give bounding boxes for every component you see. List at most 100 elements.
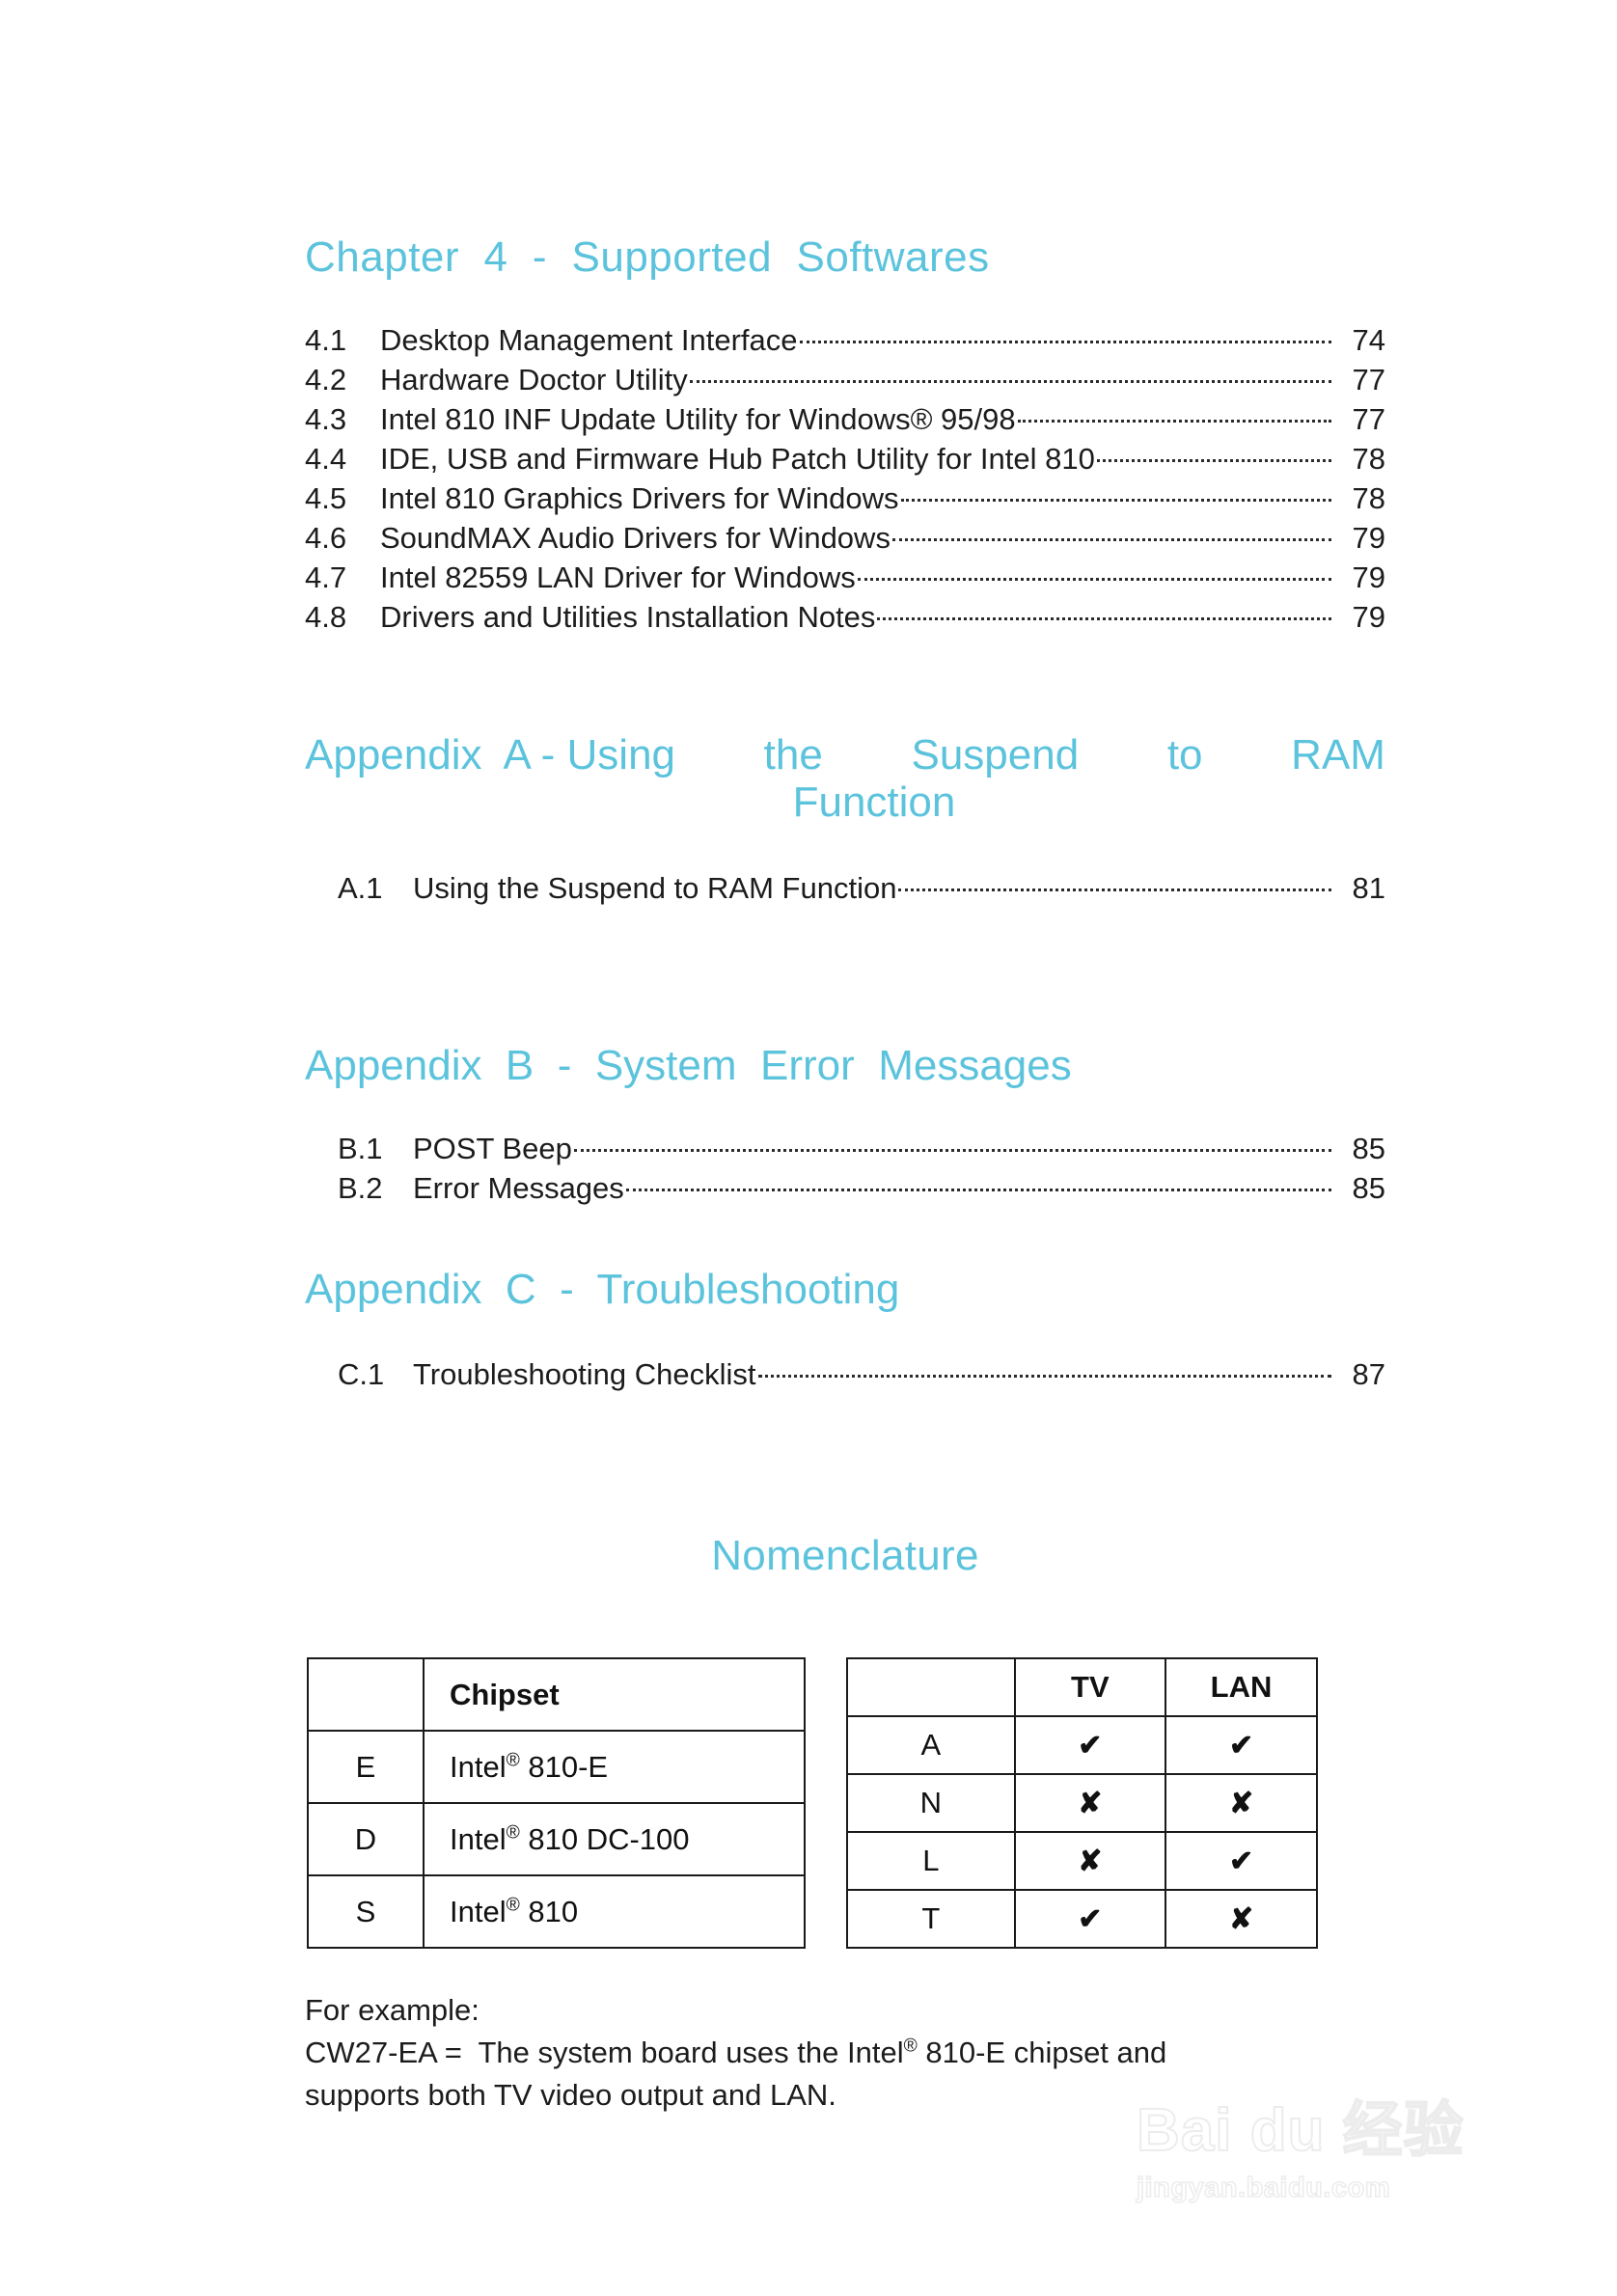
feature-cell-tv: ✘	[1013, 1773, 1167, 1833]
toc-entry[interactable]: C.1 Troubleshooting Checklist 87	[305, 1355, 1385, 1395]
toc-entry[interactable]: A.1 Using the Suspend to RAM Function 81	[305, 869, 1385, 909]
feature-cell-lan: ✔	[1165, 1831, 1318, 1891]
toc-number: 4.5	[305, 480, 347, 515]
table-row: A ✔ ✔	[846, 1715, 1318, 1775]
cross-icon: ✘	[1078, 1788, 1103, 1819]
toc-page-number: 79	[1352, 520, 1385, 555]
baidu-watermark: Bai du 经验 jingyan.baidu.com	[1136, 2100, 1542, 2204]
toc-leader-dots	[1017, 420, 1331, 424]
toc-number: 4.3	[305, 402, 347, 437]
toc-page-number: 78	[1352, 441, 1385, 476]
appendixA-heading-line2: Function	[792, 779, 956, 827]
toc-number: B.1	[338, 1132, 383, 1166]
example-line-1: CW27-EA = The system board uses the Inte…	[305, 2036, 1167, 2070]
chipset-value: Intel® 810 DC-100	[423, 1802, 806, 1876]
appendixA-word: Using	[566, 731, 676, 779]
toc-leader-dots	[877, 616, 1331, 620]
toc-page-number: 79	[1352, 560, 1385, 594]
toc-entry[interactable]: 4.6 SoundMAX Audio Drivers for Windows 7…	[305, 519, 1385, 559]
chapter4-toc: 4.1 Desktop Management Interface 74 4.2 …	[305, 321, 1385, 637]
toc-leader-dots	[799, 341, 1331, 344]
feature-cell-tv: ✔	[1013, 1889, 1167, 1949]
check-icon: ✔	[1078, 1730, 1103, 1762]
check-icon: ✔	[1228, 1845, 1254, 1877]
toc-leader-dots	[891, 537, 1331, 541]
appendixA-word: RAM	[1291, 731, 1385, 779]
chipset-col-header: Chipset	[423, 1657, 806, 1732]
table-row: N ✘ ✘	[846, 1773, 1318, 1833]
chipset-value: Intel® 810-E	[423, 1730, 806, 1804]
toc-number: 4.8	[305, 599, 347, 634]
toc-entry[interactable]: 4.4 IDE, USB and Firmware Hub Patch Util…	[305, 440, 1385, 479]
toc-entry[interactable]: B.2 Error Messages 85	[305, 1169, 1385, 1209]
toc-number: 4.2	[305, 363, 347, 397]
watermark-url-text: jingyan.baidu.com	[1136, 2172, 1391, 2204]
appendixA-heading-line1: Appendix A - Using the Suspend to RAM	[305, 731, 1385, 779]
toc-number: C.1	[338, 1357, 385, 1392]
check-icon: ✔	[1228, 1730, 1254, 1762]
registered-icon: ®	[506, 1895, 520, 1916]
toc-entry[interactable]: B.1 POST Beep 85	[305, 1130, 1385, 1169]
feature-cell-tv: ✔	[1013, 1715, 1167, 1775]
toc-leader-dots	[625, 1189, 1331, 1192]
toc-number: 4.7	[305, 560, 347, 594]
appendixA-title-line1: Using the Suspend to RAM	[567, 731, 1385, 779]
feature-key: T	[846, 1889, 1016, 1949]
feature-key: N	[846, 1773, 1016, 1833]
toc-page-number: 81	[1352, 870, 1385, 905]
toc-page-number: 77	[1352, 363, 1385, 397]
toc-title: Intel 810 Graphics Drivers for Windows	[380, 480, 899, 515]
toc-title: SoundMAX Audio Drivers for Windows	[380, 520, 891, 555]
toc-entry[interactable]: 4.8 Drivers and Utilities Installation N…	[305, 598, 1385, 638]
appendixA-word: the	[763, 731, 823, 779]
toc-title: Using the Suspend to RAM Function	[413, 870, 897, 905]
toc-page-number: 87	[1352, 1357, 1385, 1392]
appendixC-heading: Appendix C - Troubleshooting	[305, 1266, 900, 1313]
toc-entry[interactable]: 4.5 Intel 810 Graphics Drivers for Windo…	[305, 479, 1385, 519]
table-header-row: Chipset	[307, 1657, 806, 1732]
toc-entry[interactable]: 4.3 Intel 810 INF Update Utility for Win…	[305, 400, 1385, 440]
feature-table: TV LAN A ✔ ✔ N ✘ ✘ L ✘ ✔	[846, 1657, 1318, 1949]
toc-leader-dots	[573, 1149, 1331, 1153]
toc-title: Error Messages	[413, 1171, 624, 1206]
feature-cell-tv: ✘	[1013, 1831, 1167, 1891]
toc-page-number: 77	[1352, 402, 1385, 437]
appendixB-heading: Appendix B - System Error Messages	[305, 1042, 1072, 1089]
toc-number: 4.6	[305, 520, 347, 555]
toc-leader-dots	[900, 498, 1331, 502]
toc-entry[interactable]: 4.1 Desktop Management Interface 74	[305, 321, 1385, 361]
toc-title: Drivers and Utilities Installation Notes	[380, 599, 876, 634]
registered-icon: ®	[506, 1822, 520, 1844]
chipset-col-blank	[307, 1657, 425, 1732]
chipset-key: E	[307, 1730, 425, 1804]
toc-title: IDE, USB and Firmware Hub Patch Utility …	[380, 441, 1095, 476]
toc-number: 4.4	[305, 441, 347, 476]
cross-icon: ✘	[1228, 1788, 1254, 1819]
feature-cell-lan: ✔	[1165, 1715, 1318, 1775]
registered-icon: ®	[903, 2036, 918, 2057]
toc-entry[interactable]: 4.2 Hardware Doctor Utility 77	[305, 361, 1385, 400]
toc-number: 4.1	[305, 323, 347, 358]
feature-cell-lan: ✘	[1165, 1889, 1318, 1949]
registered-icon: ®	[506, 1750, 520, 1771]
appendixC-toc: C.1 Troubleshooting Checklist 87	[305, 1355, 1385, 1395]
toc-entry[interactable]: 4.7 Intel 82559 LAN Driver for Windows 7…	[305, 559, 1385, 598]
toc-title: Desktop Management Interface	[380, 323, 798, 358]
chipset-value: Intel® 810	[423, 1874, 806, 1949]
feature-col-header-lan: LAN	[1165, 1657, 1318, 1717]
appendixB-toc: B.1 POST Beep 85 B.2 Error Messages 85	[305, 1130, 1385, 1209]
toc-title: Intel 82559 LAN Driver for Windows	[380, 560, 856, 594]
example-line-2: supports both TV video output and LAN.	[305, 2078, 836, 2113]
appendixA-toc: A.1 Using the Suspend to RAM Function 81	[305, 869, 1385, 909]
chapter4-section: Chapter 4 - Supported Softwares 4.1 Desk…	[305, 233, 1385, 638]
appendixA-word: Suspend	[911, 731, 1080, 779]
toc-leader-dots	[898, 888, 1331, 891]
table-row: E Intel® 810-E	[307, 1730, 806, 1804]
toc-title: POST Beep	[413, 1132, 572, 1166]
toc-page-number: 74	[1352, 323, 1385, 358]
appendixA-label: Appendix A -	[305, 731, 567, 779]
nomenclature-title: Nomenclature	[711, 1532, 979, 1579]
toc-number: B.2	[338, 1171, 383, 1206]
example-block: For example: CW27-EA = The system board …	[305, 1989, 1376, 2117]
